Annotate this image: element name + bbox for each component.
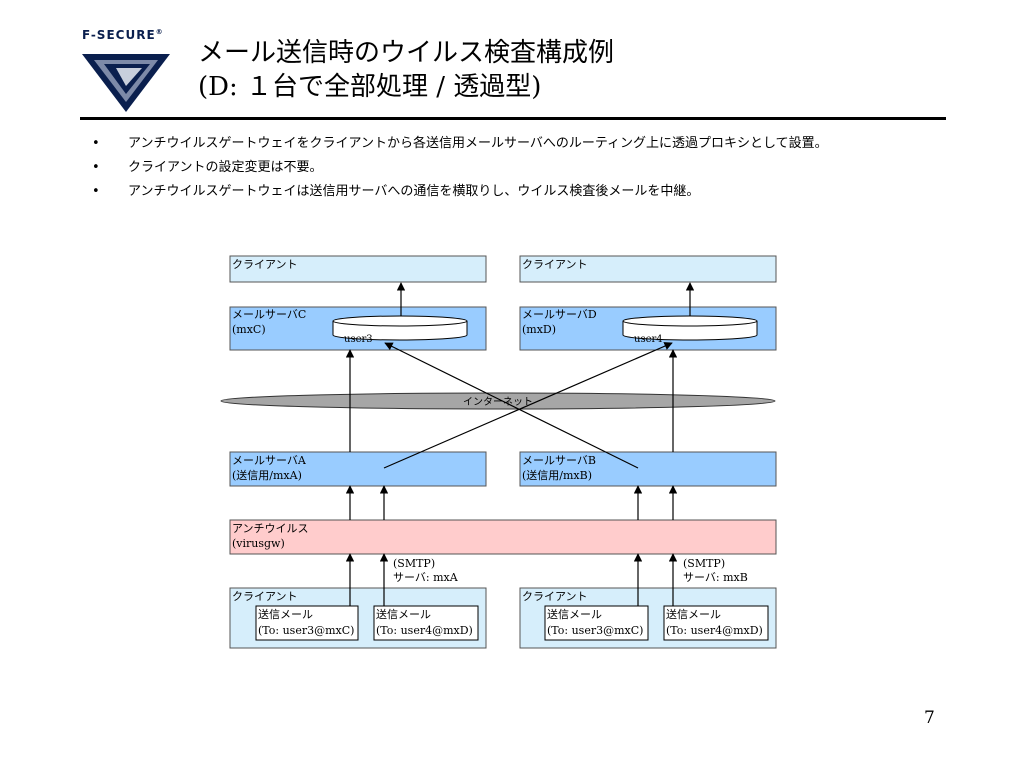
send-mail-recipient: (To: user4@mxD)	[666, 624, 763, 637]
internet-cloud	[220, 392, 776, 410]
mailbox-user4-cylinder	[622, 315, 758, 341]
bullet-list: • アンチウイルスゲートウェイをクライアントから各送信用メールサーバへのルーティ…	[92, 135, 932, 207]
antivirus-gateway-box	[229, 519, 777, 555]
mail-server-a-role: (送信用/mxA)	[232, 468, 302, 482]
top-client-left-label: クライアント	[232, 258, 298, 271]
mail-server-b-box	[519, 451, 777, 487]
bullet-marker: •	[92, 184, 100, 199]
send-mail-box	[544, 605, 649, 641]
title-line-2: (D: １台で全部処理 / 透過型)	[198, 72, 542, 102]
send-mail-recipient: (To: user4@mxD)	[376, 624, 473, 637]
internet-label: インターネット	[463, 396, 533, 408]
send-mail-title: 送信メール	[258, 607, 313, 621]
send-mail-title: 送信メール	[666, 607, 721, 621]
bullet-item: • クライアントの設定変更は不要。	[92, 159, 932, 177]
logo-wordmark: F-SECURE®	[82, 28, 164, 42]
smtp-left-protocol: (SMTP)	[393, 557, 435, 570]
send-mail-box	[255, 605, 359, 641]
smtp-left-server: サーバ: mxA	[393, 571, 459, 584]
top-client-right-label: クライアント	[522, 258, 588, 271]
send-mail-title: 送信メール	[547, 607, 602, 621]
bullet-item: • アンチウイルスゲートウェイは送信用サーバへの通信を横取りし、ウイルス検査後メ…	[92, 183, 932, 201]
bullet-text: アンチウイルスゲートウェイは送信用サーバへの通信を横取りし、ウイルス検査後メール…	[128, 184, 700, 199]
smtp-right-server: サーバ: mxB	[683, 571, 748, 584]
bottom-client-left-label: クライアント	[232, 590, 298, 603]
send-mail-box	[373, 605, 479, 641]
smtp-right-protocol: (SMTP)	[683, 557, 725, 570]
bullet-marker: •	[92, 160, 100, 175]
bullet-text: アンチウイルスゲートウェイをクライアントから各送信用メールサーバへのルーティング…	[128, 136, 828, 151]
send-mail-recipient: (To: user3@mxC)	[258, 624, 354, 637]
slide-title: メール送信時のウイルス検査構成例 (D: １台で全部処理 / 透過型)	[198, 36, 614, 104]
bullet-item: • アンチウイルスゲートウェイをクライアントから各送信用メールサーバへのルーティ…	[92, 135, 932, 153]
bottom-client-right-label: クライアント	[522, 590, 588, 603]
mail-server-b-role: (送信用/mxB)	[522, 468, 592, 482]
send-mail-title: 送信メール	[376, 607, 431, 621]
mail-server-c-host: (mxC)	[232, 323, 266, 336]
page-number: 7	[924, 708, 935, 728]
flow-arrow	[383, 342, 673, 469]
send-mail-box	[663, 605, 769, 641]
title-divider	[80, 117, 946, 120]
mail-server-d-name: メールサーバD	[522, 308, 597, 321]
antivirus-host: (virusgw)	[232, 537, 285, 550]
bullet-marker: •	[92, 136, 100, 151]
mail-server-b-name: メールサーバB	[522, 454, 596, 467]
f-secure-shield-icon	[82, 54, 170, 112]
mailbox-user3-cylinder	[332, 315, 468, 341]
flow-arrow	[384, 342, 639, 469]
bullet-text: クライアントの設定変更は不要。	[128, 160, 323, 175]
send-mail-recipient: (To: user3@mxC)	[547, 624, 643, 637]
antivirus-name: アンチウイルス	[232, 522, 309, 535]
top-client-right-box	[519, 255, 777, 283]
mailbox-user3-label: user3	[344, 334, 373, 345]
title-line-1: メール送信時のウイルス検査構成例	[198, 38, 615, 68]
mail-server-c-name: メールサーバC	[232, 308, 306, 321]
mail-server-a-name: メールサーバA	[232, 454, 307, 467]
mailbox-user4-label: user4	[634, 334, 663, 345]
top-client-left-box	[229, 255, 487, 283]
mail-server-a-box	[229, 451, 487, 487]
mail-server-d-host: (mxD)	[522, 323, 556, 336]
